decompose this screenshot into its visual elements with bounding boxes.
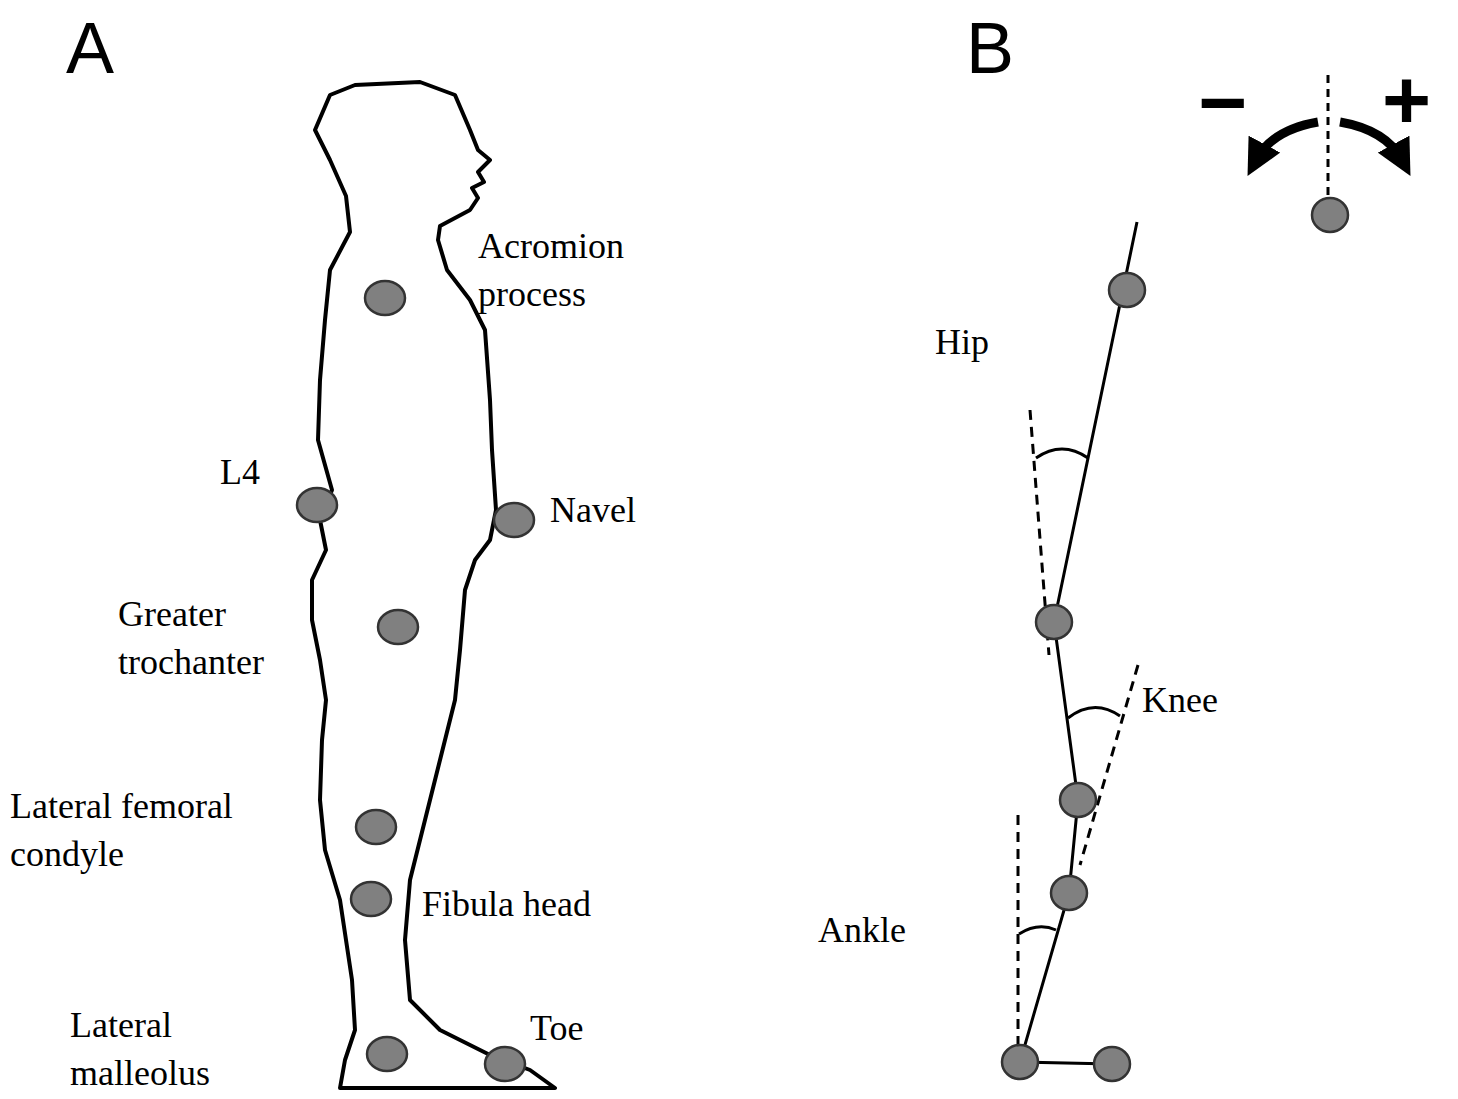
- marker-dot: [1051, 876, 1087, 910]
- marker-dot: [494, 503, 534, 537]
- marker-dot: [351, 882, 391, 916]
- marker-label: Navel: [550, 486, 700, 534]
- markers-a: [297, 281, 534, 1081]
- marker-label: Toe: [530, 1004, 620, 1052]
- stick-figure: [1018, 222, 1138, 1064]
- marker-dot: [1109, 273, 1145, 307]
- knee-reference: [1080, 665, 1138, 865]
- marker-dot: [1312, 198, 1348, 232]
- panel-letter: A: [66, 8, 186, 88]
- panel-letter: B: [966, 8, 1086, 88]
- joint-label: Knee: [1142, 676, 1262, 724]
- joint-label: Hip: [935, 318, 1025, 366]
- segment-lines: [1020, 222, 1137, 1064]
- ankle-reference: [1017, 815, 1020, 1060]
- sign-reference: [1327, 75, 1330, 200]
- marker-dot: [365, 281, 405, 315]
- marker-dot: [1094, 1047, 1130, 1081]
- hip-angle-arc: [1036, 449, 1088, 458]
- marker-dot: [1036, 605, 1072, 639]
- negative-arrow: [1256, 122, 1318, 160]
- marker-label: Greater trochanter: [118, 590, 308, 686]
- sign-convention: [1256, 75, 1402, 232]
- sign-symbol: −: [1198, 60, 1268, 144]
- marker-dot: [297, 488, 337, 522]
- marker-label: Fibula head: [422, 880, 682, 928]
- knee-angle-arc: [1068, 707, 1120, 718]
- sign-symbol: +: [1382, 58, 1452, 142]
- marker-label: L4: [220, 448, 300, 496]
- marker-dot: [1002, 1045, 1038, 1079]
- ankle-angle-arc: [1019, 927, 1056, 934]
- marker-dot: [1060, 783, 1096, 817]
- markers-b: [1002, 273, 1145, 1081]
- marker-label: Lateral femoral condyle: [10, 782, 300, 878]
- marker-dot: [378, 610, 418, 644]
- marker-dot: [485, 1047, 525, 1081]
- marker-dot: [367, 1037, 407, 1071]
- joint-label: Ankle: [818, 906, 948, 954]
- marker-label: Acromion process: [478, 222, 678, 318]
- marker-dot: [356, 810, 396, 844]
- marker-label: Lateral malleolus: [70, 1001, 270, 1097]
